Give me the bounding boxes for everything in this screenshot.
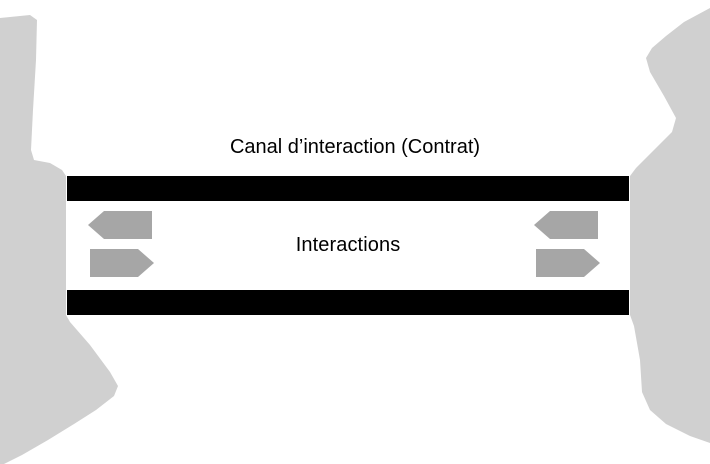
arrow-right-glyph-icon	[90, 249, 154, 277]
left-outbound-arrow	[90, 249, 154, 277]
channel-label: Interactions	[295, 234, 401, 256]
arrow-left-glyph-icon	[88, 211, 152, 239]
arrow-left-glyph-icon	[534, 211, 598, 239]
right-inbound-arrow	[534, 211, 598, 239]
channel-body: Interactions	[67, 201, 629, 290]
right-actor-silhouette	[630, 8, 710, 443]
right-outbound-arrow	[536, 249, 600, 277]
channel-bottom-bar	[67, 290, 629, 315]
arrow-right-glyph-icon	[536, 249, 600, 277]
page-title: Canal d’interaction (Contrat)	[229, 136, 481, 158]
left-inbound-arrow	[88, 211, 152, 239]
interaction-channel: Interactions	[67, 176, 629, 315]
channel-top-bar	[67, 176, 629, 201]
